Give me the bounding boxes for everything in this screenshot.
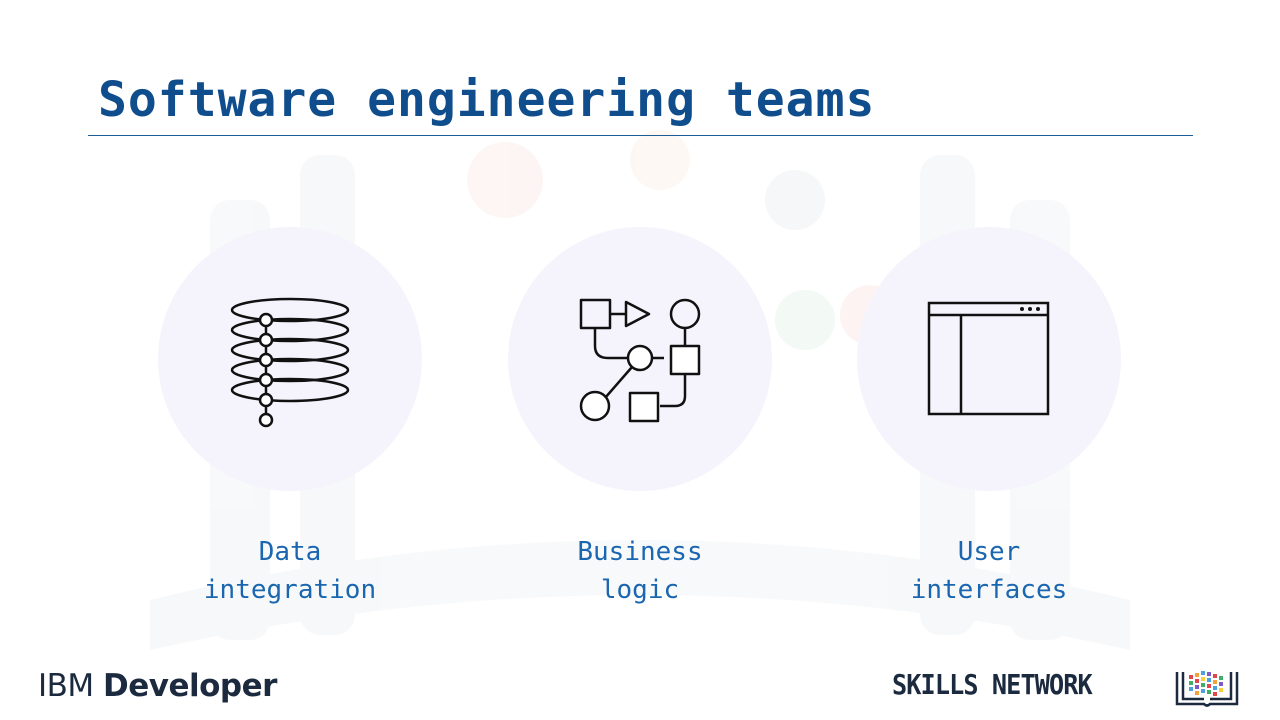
ibm-brand-text: IBM — [38, 668, 94, 704]
browser-window-icon — [927, 301, 1050, 416]
skills-network-logo: SKILLS NETWORK — [892, 668, 1239, 707]
item-label: User interfaces — [910, 537, 1068, 605]
slide-title: Software engineering teams — [98, 72, 876, 128]
item-label: Data integration — [203, 537, 377, 605]
icon-circle — [857, 227, 1121, 491]
database-integration-icon — [230, 297, 350, 428]
item-label: Business logic — [577, 537, 703, 605]
developer-text: Developer — [103, 668, 277, 704]
ibm-developer-logo: IBM Developer — [38, 668, 277, 704]
open-book-icon — [1175, 671, 1239, 707]
skills-network-text: SKILLS NETWORK — [892, 668, 1093, 701]
title-divider — [88, 135, 1193, 136]
flow-diagram-icon — [579, 298, 701, 423]
